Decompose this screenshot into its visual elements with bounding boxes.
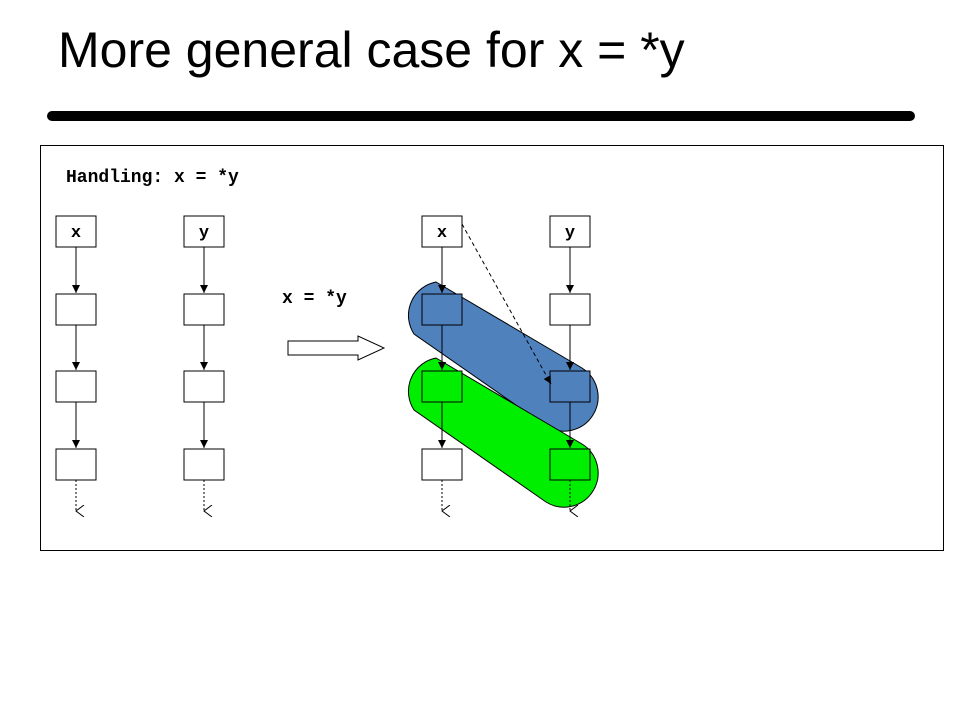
before-x-chain: x	[55, 215, 97, 511]
before-y-node-1	[183, 293, 225, 326]
transform-arrow	[287, 335, 386, 361]
after-y-node-3	[549, 448, 591, 481]
title-underline	[47, 111, 915, 121]
operation-label: x = *y	[282, 289, 347, 309]
before-x-var-box	[55, 215, 97, 248]
slide-title: More general case for x = *y	[58, 22, 685, 78]
panel-caption: Handling: x = *y	[66, 168, 239, 188]
before-y-chain: y	[183, 215, 225, 511]
before-x-node-1	[55, 293, 97, 326]
before-x-var-label: x	[71, 224, 81, 243]
after-y-node-1	[549, 293, 591, 326]
after-x-node-3	[421, 448, 463, 481]
after-x-var-box	[421, 215, 463, 248]
after-y-node-2	[549, 370, 591, 403]
after-y-chain: y	[549, 215, 591, 511]
after-x-var-label: x	[437, 224, 447, 243]
new-points-to-edge	[461, 223, 552, 385]
before-x-node-3	[55, 448, 97, 481]
before-x-node-2	[55, 370, 97, 403]
before-y-node-2	[183, 370, 225, 403]
before-y-var-label: y	[199, 224, 209, 243]
after-x-chain: x	[421, 215, 463, 511]
after-x-node-1	[421, 293, 463, 326]
after-x-node-2	[421, 370, 463, 403]
before-y-node-3	[183, 448, 225, 481]
after-y-var-label: y	[565, 224, 575, 243]
